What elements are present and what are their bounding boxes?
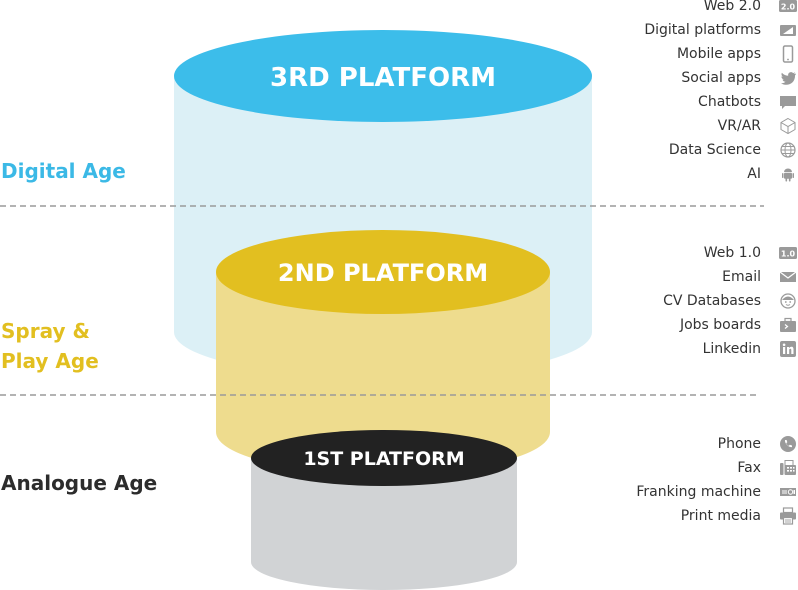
list-item-label: Franking machine [636, 484, 761, 500]
first-platform-body [251, 458, 517, 590]
printer-icon [779, 507, 797, 525]
second-platform-top [216, 230, 550, 314]
first-platform-cylinder: 1ST PLATFORM [251, 430, 517, 590]
analogue-age-label: Analogue Age [1, 471, 158, 495]
list-item-label: Email [722, 269, 761, 285]
list-item-label: Fax [737, 460, 761, 476]
list-item-label: Web 2.0 [703, 0, 761, 14]
twitter-icon [779, 69, 797, 87]
list-item-label: Digital platforms [644, 22, 761, 38]
franking-machine-icon [779, 483, 797, 501]
web-2-badge-icon: 2.0 [779, 0, 797, 15]
list-item: Linkedin [468, 337, 798, 361]
envelope-icon [779, 268, 797, 286]
list-item-label: Data Science [668, 142, 761, 158]
list-item-label: Print media [680, 508, 761, 524]
fax-icon [779, 459, 797, 477]
mobile-icon [779, 45, 797, 63]
list-item-label: VR/AR [717, 118, 761, 134]
second-platform-body [216, 272, 550, 474]
list-item: Print media [468, 504, 798, 528]
analogue-tools-list: Phone Fax Franking machine Print media [468, 432, 798, 528]
list-item-label: Chatbots [698, 94, 761, 110]
spray-and-play-tools-list: Web 1.0 1.0 Email CV Databases Jobs boar… [468, 241, 798, 361]
first-platform-label: 1ST PLATFORM [303, 448, 464, 470]
android-icon [779, 165, 797, 183]
list-item-label: AI [747, 166, 761, 182]
database-face-icon [779, 292, 797, 310]
digital-tools-list: Web 2.0 2.0 Digital platforms Mobile app… [468, 0, 798, 186]
list-item: Web 1.0 1.0 [468, 241, 798, 265]
list-item: Web 2.0 2.0 [468, 0, 798, 18]
spray-age-line-2: Play Age [1, 349, 99, 373]
globe-icon [779, 141, 797, 159]
list-item: AI [468, 162, 798, 186]
list-item-label: CV Databases [663, 293, 761, 309]
list-item: Digital platforms [468, 18, 798, 42]
list-item: Data Science [468, 138, 798, 162]
list-item-label: Mobile apps [676, 46, 761, 62]
phone-icon [779, 435, 797, 453]
list-item: Chatbots [468, 90, 798, 114]
spray-and-play-age-label: Spray & Play Age [1, 316, 99, 376]
list-item-label: Linkedin [702, 341, 761, 357]
list-item-label: Social apps [681, 70, 761, 86]
web-1-badge-text: 1.0 [781, 250, 796, 259]
list-item: VR/AR [468, 114, 798, 138]
cube-icon [779, 117, 797, 135]
chat-bubble-icon [779, 93, 797, 111]
tablet-icon [779, 21, 797, 39]
list-item-label: Web 1.0 [703, 245, 761, 261]
list-item: Email [468, 265, 798, 289]
list-item: Fax [468, 456, 798, 480]
web-2-badge-text: 2.0 [781, 3, 796, 12]
briefcase-icon [779, 316, 797, 334]
list-item: Social apps [468, 66, 798, 90]
web-1-badge-icon: 1.0 [779, 244, 797, 262]
third-platform-label: 3RD PLATFORM [270, 63, 496, 93]
second-platform-cylinder: 2ND PLATFORM [216, 230, 550, 474]
third-platform-top [174, 30, 592, 122]
list-item-label: Jobs boards [679, 317, 761, 333]
list-item: Jobs boards [468, 313, 798, 337]
list-item-label: Phone [717, 436, 761, 452]
linkedin-icon [779, 340, 797, 358]
list-item: CV Databases [468, 289, 798, 313]
digital-age-label: Digital Age [1, 159, 126, 183]
list-item: Mobile apps [468, 42, 798, 66]
spray-age-line-1: Spray & [1, 319, 90, 343]
first-platform-top [251, 430, 517, 486]
list-item: Phone [468, 432, 798, 456]
list-item: Franking machine [468, 480, 798, 504]
second-platform-label: 2ND PLATFORM [278, 259, 488, 287]
